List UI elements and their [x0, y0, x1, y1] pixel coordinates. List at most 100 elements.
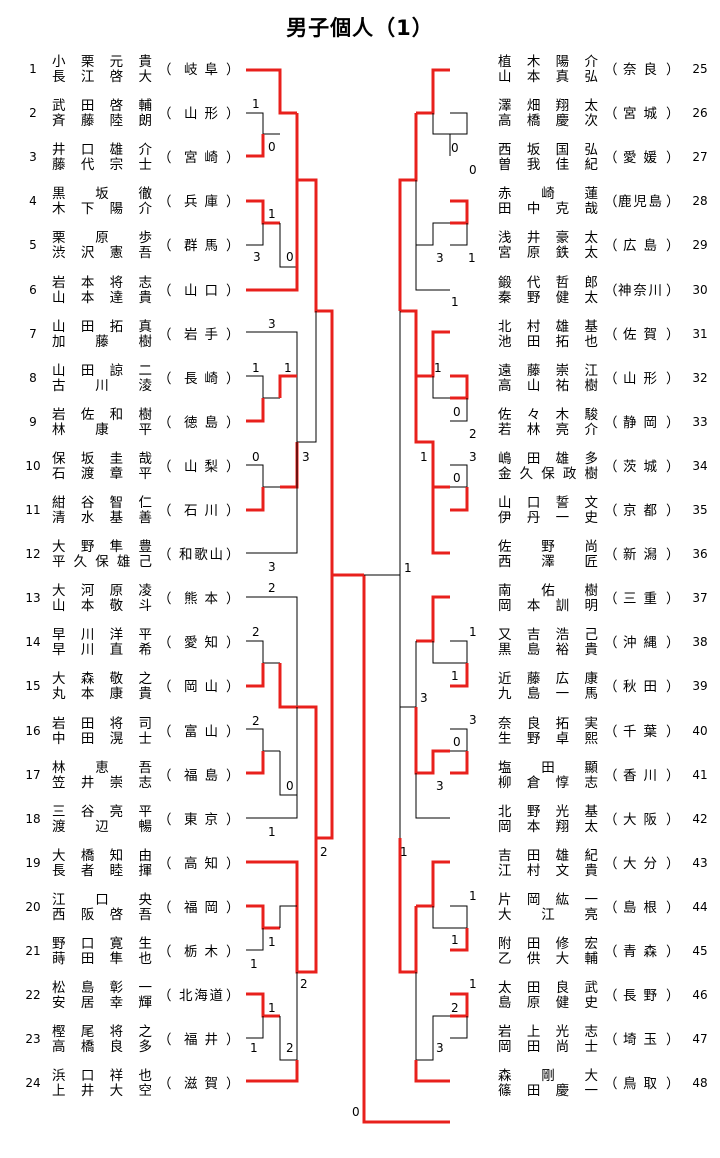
- winner-path-line: [414, 376, 450, 489]
- prefecture: 宮崎: [184, 150, 218, 167]
- player-name: 浅井豪太: [498, 230, 598, 247]
- prefecture: 愛知: [184, 635, 218, 652]
- match-score: 2: [268, 581, 276, 595]
- paren-close: ）: [666, 1032, 680, 1049]
- bracket-line: [450, 112, 468, 135]
- bracket-line: [450, 640, 468, 664]
- seed-number: 40: [692, 723, 708, 738]
- paren-open: （: [604, 62, 618, 78]
- paren-close: ）: [226, 1032, 240, 1049]
- seed-number: 39: [692, 679, 708, 694]
- player-name: 秦野健太: [498, 289, 598, 306]
- winner-path-line: [246, 398, 265, 423]
- bracket-line: [279, 905, 297, 928]
- player-name: 渋沢憲吾: [52, 245, 152, 262]
- bracket-line: [246, 640, 280, 664]
- paren-open: （: [158, 723, 172, 740]
- prefecture: 山口: [184, 282, 218, 299]
- seed-number: 21: [25, 944, 41, 958]
- paren-close: ）: [226, 326, 240, 343]
- winner-path-line: [246, 904, 280, 930]
- player-name: 古川淩: [52, 377, 152, 394]
- paren-open: （: [604, 150, 618, 167]
- player-name: 清水基善: [52, 510, 152, 526]
- paren-open: （: [158, 62, 172, 78]
- bracket-line: [415, 773, 450, 819]
- player-name: 高山祐樹: [498, 377, 598, 394]
- winner-path-line: [278, 374, 297, 398]
- prefecture: 高知: [184, 855, 218, 872]
- match-score: 2: [252, 714, 260, 728]
- player-name: 山本真弘: [498, 69, 598, 85]
- match-score: 2: [469, 427, 477, 441]
- paren-close: ）: [226, 194, 240, 211]
- seed-number: 22: [25, 988, 41, 1003]
- match-score: 1: [400, 845, 408, 859]
- match-score: 1: [268, 207, 276, 221]
- player-name: 中田滉士: [52, 730, 152, 747]
- bracket-line: [246, 112, 280, 135]
- right-entry: 植木陽介山本真弘（奈良）25: [0, 49, 720, 93]
- seed-number: 10: [25, 458, 41, 473]
- winner-path-line: [362, 575, 450, 1124]
- winner-path-line: [450, 374, 469, 400]
- player-name: 高橋慶次: [498, 113, 598, 130]
- seed-number: 43: [692, 855, 708, 870]
- right-entry: 佐野尚西澤匠（新潟）36: [0, 534, 720, 578]
- seed-number: 25: [692, 62, 708, 76]
- paren-open: （: [158, 988, 172, 1005]
- player-name: 大野隼豊: [52, 539, 152, 556]
- player-name: 遠藤崇江: [498, 362, 598, 379]
- paren-open: （: [604, 679, 618, 696]
- player-name: 嶋田雄多: [498, 450, 598, 467]
- paren-open: （: [158, 106, 172, 123]
- player-name: 渡辺暢: [52, 818, 152, 835]
- paren-close: ）: [666, 282, 680, 299]
- match-score: 0: [453, 735, 461, 749]
- player-name: 小栗元貴: [52, 54, 152, 70]
- match-score: 0: [352, 1105, 360, 1119]
- winner-path-line: [450, 992, 469, 1018]
- seed-number: 35: [692, 503, 708, 517]
- winner-path-line: [416, 595, 450, 643]
- paren-close: ）: [666, 855, 680, 872]
- match-score: 3: [420, 691, 428, 705]
- seed-number: 47: [692, 1032, 708, 1047]
- paren-open: （: [604, 458, 618, 475]
- winner-path-line: [398, 113, 418, 311]
- prefecture: 京都: [623, 503, 657, 519]
- prefecture: 福岡: [184, 899, 218, 916]
- player-name: 片岡紘一: [498, 891, 598, 908]
- right-entry: 赤崎蓮田中克哉（鹿児島）28: [0, 181, 720, 225]
- prefecture: 岡山: [184, 679, 218, 696]
- bracket-line: [279, 707, 298, 796]
- match-score: 0: [469, 163, 477, 177]
- match-score: 3: [436, 779, 444, 793]
- paren-open: （: [158, 238, 172, 255]
- player-name: 安居幸輝: [52, 995, 152, 1012]
- paren-close: ）: [226, 899, 240, 916]
- player-name: 塩田顯: [498, 759, 598, 776]
- paren-close: ）: [666, 370, 680, 387]
- paren-open: （: [158, 414, 172, 431]
- match-score: 1: [469, 625, 477, 639]
- paren-close: ）: [226, 1076, 240, 1093]
- player-name: 田中克哉: [498, 201, 598, 218]
- page-title: 男子個人（1）: [286, 16, 434, 40]
- winner-path-line: [416, 68, 450, 115]
- player-name: 奈良拓実: [498, 715, 598, 732]
- bracket-line: [415, 245, 450, 291]
- player-name: 池田拓也: [498, 333, 598, 350]
- prefecture: 山形: [623, 370, 657, 387]
- match-score: 2: [252, 625, 260, 639]
- bracket-line: [246, 464, 280, 488]
